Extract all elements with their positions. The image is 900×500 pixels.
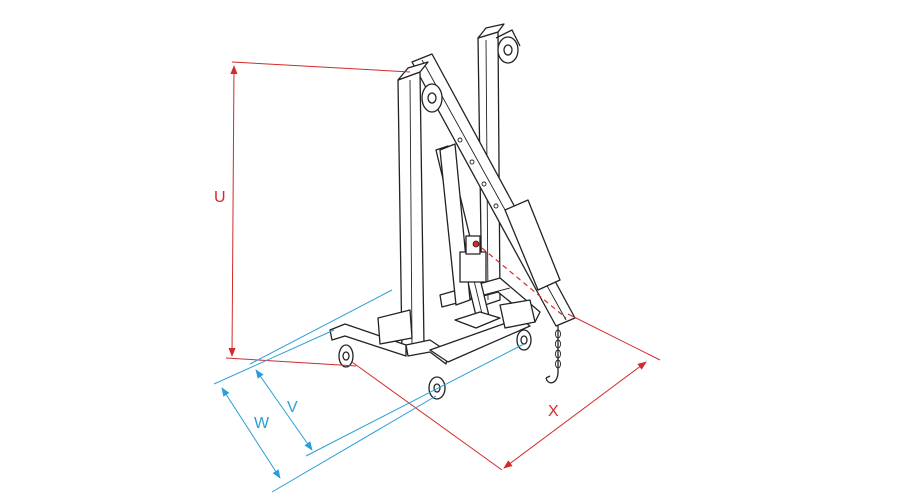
dimension-u: U <box>214 61 411 367</box>
pump-jack <box>454 235 501 329</box>
load-path-dashed <box>481 247 567 319</box>
caster-wheel-front-right <box>428 376 446 400</box>
dimension-v-label: V <box>287 399 298 416</box>
caster-wheel-front-left <box>338 344 354 368</box>
base-front-frame <box>329 299 536 365</box>
boom-extension <box>504 199 561 291</box>
chain-and-hook <box>545 326 561 384</box>
dimension-u-label: U <box>214 189 226 206</box>
engine-crane-illustration <box>329 23 576 400</box>
dimension-x: X <box>351 313 661 471</box>
dimension-x-label: X <box>548 403 559 420</box>
boom-pulley-wheel <box>421 83 443 113</box>
top-pulley-wheel <box>495 29 521 64</box>
dimension-w: W <box>213 329 437 493</box>
caster-wheel-rear-right <box>516 329 532 351</box>
dimension-v: V <box>249 289 525 457</box>
dimension-w-label: W <box>254 415 270 432</box>
